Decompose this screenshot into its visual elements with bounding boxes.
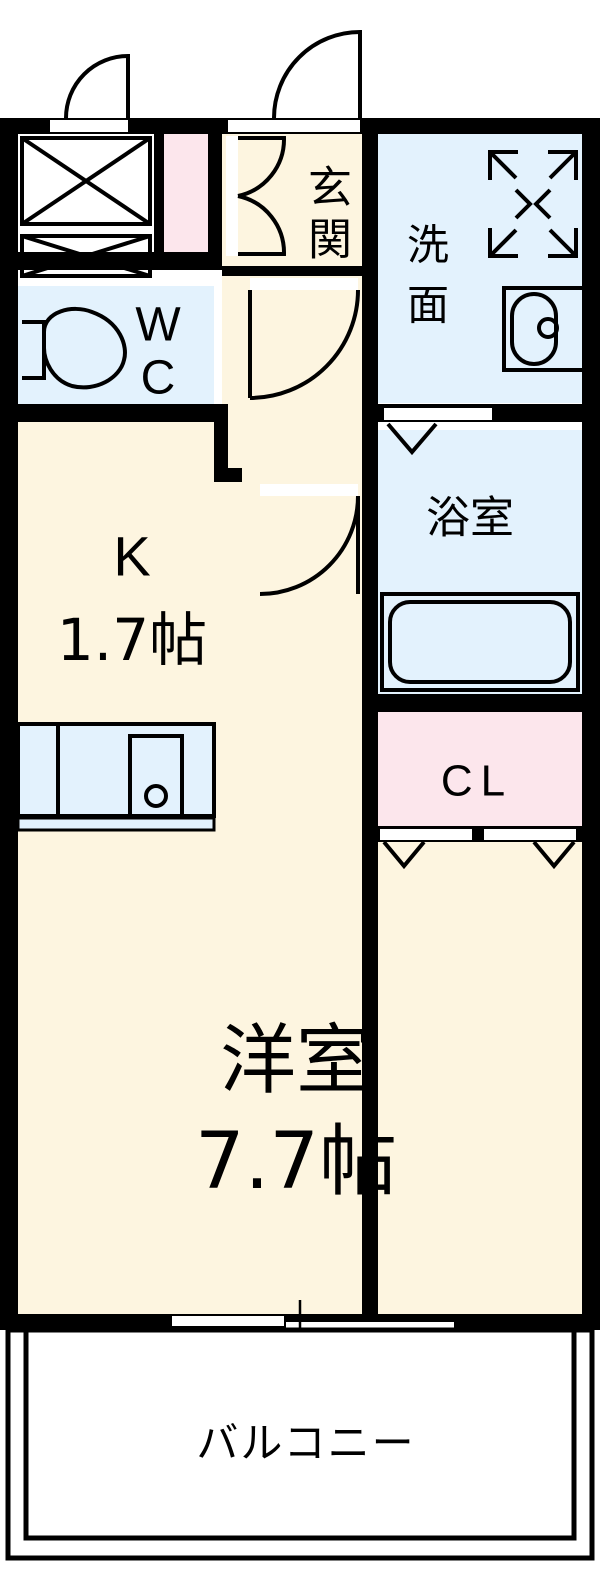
toilet-fixture-group — [22, 306, 127, 390]
sliding-door-panel-right — [286, 1322, 454, 1332]
label-balcony: バルコニー — [196, 1419, 415, 1468]
wall-wc-bottom — [0, 404, 222, 422]
label-toilet-w: W — [135, 299, 181, 352]
kitchen-door-opening — [260, 484, 358, 496]
vanity-tap — [537, 317, 559, 339]
bathroom-fill — [378, 430, 582, 694]
main-room-door-group — [248, 278, 360, 400]
label-kitchen-area: 1.7帖 — [57, 606, 207, 674]
shoe-box-door-opening — [50, 120, 128, 132]
entrance-door-opening — [228, 120, 360, 132]
washroom-bath-door-opening — [384, 408, 492, 420]
bath-door-fold-arrow — [386, 422, 438, 456]
entrance-door-swing — [272, 29, 362, 119]
wall-entrance-corridor — [222, 266, 370, 276]
label-kitchen: K — [113, 525, 150, 588]
wall-wc-top — [0, 252, 222, 270]
vanity-counter — [502, 286, 590, 372]
shoe-box-upper-cabinet — [20, 136, 152, 226]
washer-center-arrow-a — [514, 188, 533, 220]
main-room-fill — [18, 420, 362, 1330]
room-door-swing — [249, 289, 360, 400]
bifold-door-upper-leaf — [237, 136, 287, 198]
label-main-room-area: 7.7帖 — [195, 1117, 397, 1207]
kitchen-counter-fill — [18, 724, 214, 816]
washer-arrow-tr — [548, 150, 578, 180]
vanity-sink-group — [502, 286, 590, 372]
wall-corridor-left-lower — [214, 404, 228, 480]
bath-door-group — [384, 408, 492, 456]
bifold-door-track — [226, 136, 238, 256]
shoe-box-upper-cross-b — [20, 136, 152, 226]
washer-arrow-bl — [488, 228, 518, 258]
closet-door-left-panel — [380, 829, 472, 840]
closet-fill — [378, 712, 582, 826]
wall-right — [582, 118, 600, 1330]
washer-arrow-br — [548, 228, 578, 258]
wall-corridor-right — [362, 130, 378, 1330]
closet-doors-group — [380, 829, 576, 870]
label-toilet-c: C — [141, 352, 176, 405]
wall-entry-closet-right — [208, 130, 222, 254]
washing-machine-space — [488, 150, 578, 258]
washer-arrow-tl — [488, 150, 518, 180]
kitchen-counter-front-edge — [16, 816, 216, 832]
wall-corridor-left-stub — [214, 468, 242, 482]
kitchen-sink-basin — [128, 734, 184, 818]
bathtub-group — [380, 592, 580, 692]
entry-closet-fill — [164, 133, 208, 252]
kitchen-sink-drain — [144, 784, 168, 808]
label-washroom-char1: 洗 — [407, 221, 449, 270]
bathtub-outer — [380, 592, 580, 692]
closet-door-right-panel — [484, 829, 576, 840]
kitchen-counter-group — [16, 722, 216, 832]
shoe-box-lower-cross-b — [21, 234, 151, 278]
room-door-opening — [250, 278, 358, 290]
wall-shoebox-right — [154, 130, 164, 254]
wall-left — [0, 118, 18, 1330]
label-bathroom: 浴室 — [426, 493, 514, 544]
room-labels: 玄 関 洗 面 浴室 W C CL K 1.7帖 洋室 7.7帖 バルコニー — [57, 163, 514, 1468]
toilet-bowl — [42, 306, 127, 390]
wall-openings — [50, 120, 360, 132]
label-washroom-char2: 面 — [407, 281, 449, 330]
label-entrance-char1: 玄 — [308, 163, 352, 214]
balcony-inner-rail — [23, 1327, 577, 1541]
meter-door-swing — [64, 53, 130, 119]
closet-door-right-arrow — [532, 840, 576, 870]
label-main-room: 洋室 — [220, 1016, 372, 1105]
closet-door-left-arrow — [382, 840, 426, 870]
balcony-group — [5, 1327, 595, 1561]
entry-bifold-door — [226, 136, 287, 256]
label-entrance-char2: 関 — [308, 215, 352, 266]
shoe-box-lower-cabinet — [20, 234, 152, 278]
wall-bath-closet — [362, 694, 600, 712]
sliding-door-panel-left — [172, 1316, 284, 1326]
exterior-door-swings — [64, 29, 362, 119]
room-fills — [18, 130, 582, 1330]
kitchen-door-group — [259, 484, 360, 596]
label-closet: CL — [441, 757, 513, 806]
kitchen-counter-outline — [16, 722, 216, 818]
bifold-door-lower-leaf — [237, 194, 287, 256]
shoe-box-group — [20, 136, 152, 278]
main-room-fill-right — [362, 826, 582, 1330]
bathtub-inner — [388, 600, 572, 684]
kitchen-door-swing — [259, 495, 360, 596]
toilet-fill — [18, 286, 214, 404]
washer-center-arrow-b — [533, 188, 552, 220]
